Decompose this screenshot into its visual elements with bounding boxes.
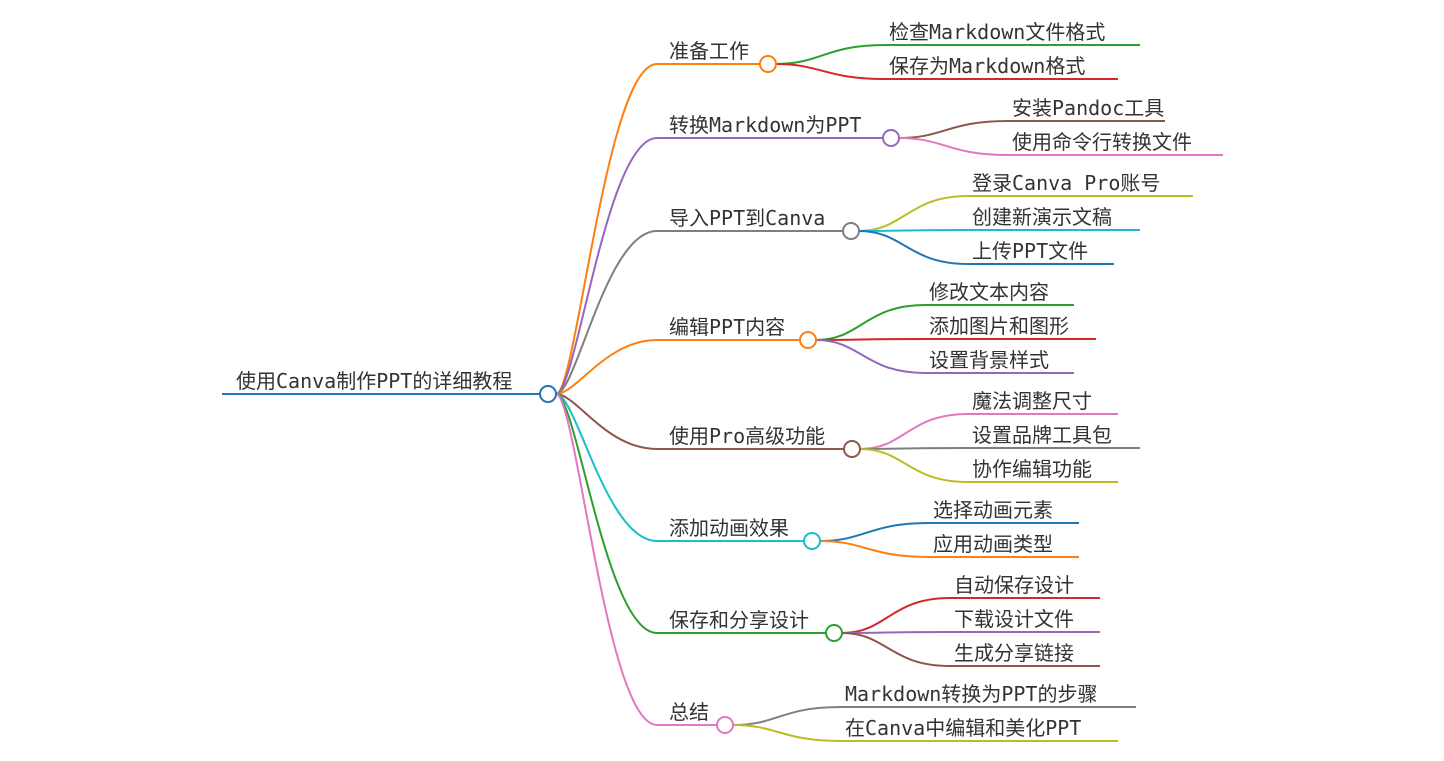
- leaf-label: 安装Pandoc工具: [1012, 96, 1164, 120]
- leaf-label: 使用命令行转换文件: [1012, 130, 1192, 154]
- branch-label: 准备工作: [669, 39, 749, 63]
- underlines-layer: [222, 44, 1223, 742]
- leaf-label: 选择动画元素: [933, 498, 1053, 522]
- branch-edge: [555, 393, 658, 726]
- leaf-label: 添加图片和图形: [929, 314, 1069, 338]
- branch-edge: [555, 393, 658, 634]
- root-node-circle: [539, 385, 557, 403]
- leaf-label: 修改文本内容: [929, 280, 1049, 304]
- leaf-label: 应用动画类型: [933, 532, 1053, 556]
- leaf-label: 登录Canva Pro账号: [972, 171, 1160, 195]
- leaf-label: 保存为Markdown格式: [889, 54, 1085, 78]
- branch-edge: [555, 137, 658, 395]
- leaf-label: 魔法调整尺寸: [972, 389, 1092, 413]
- leaf-label: 检查Markdown文件格式: [889, 20, 1105, 44]
- branch-node-circle: [882, 129, 900, 147]
- leaf-label: 自动保存设计: [954, 573, 1074, 597]
- branch-edge: [555, 63, 658, 395]
- branch-label: 导入PPT到Canva: [669, 206, 825, 230]
- leaf-edge: [841, 631, 951, 634]
- branch-node-circle: [799, 331, 817, 349]
- branch-label: 保存和分享设计: [669, 608, 809, 632]
- circles-layer: [539, 55, 900, 734]
- labels-layer: 使用Canva制作PPT的详细教程 准备工作 检查Markdown文件格式保存为Ma…: [236, 20, 1192, 740]
- leaf-edge: [858, 195, 969, 232]
- leaf-edge: [732, 724, 842, 742]
- leaf-label: 生成分享链接: [954, 641, 1074, 665]
- leaf-edge: [841, 597, 951, 634]
- branch-edge: [555, 393, 658, 542]
- branch-label: 编辑PPT内容: [669, 315, 785, 339]
- leaf-label: 上传PPT文件: [972, 239, 1088, 263]
- leaf-label: 设置品牌工具包: [972, 423, 1112, 447]
- leaf-edge: [859, 448, 969, 483]
- edges-layer: [555, 44, 1009, 742]
- leaf-edge: [775, 44, 886, 65]
- leaf-label: 设置背景样式: [929, 348, 1049, 372]
- branch-edge: [555, 230, 658, 395]
- branch-edge: [555, 393, 658, 450]
- leaf-edge: [859, 413, 969, 450]
- branch-node-circle: [825, 624, 843, 642]
- leaf-edge: [858, 229, 969, 232]
- leaf-edge: [732, 706, 842, 726]
- leaf-edge: [819, 540, 930, 558]
- leaf-edge: [859, 447, 969, 450]
- branch-label: 添加动画效果: [669, 516, 789, 540]
- leaf-edge: [898, 137, 1009, 156]
- leaf-label: 下载设计文件: [954, 607, 1074, 631]
- leaf-label: 协作编辑功能: [972, 457, 1092, 481]
- leaf-edge: [819, 522, 930, 542]
- branch-node-circle: [803, 532, 821, 550]
- leaf-edge: [815, 304, 926, 341]
- leaf-label: Markdown转换为PPT的步骤: [845, 682, 1097, 706]
- leaf-edge: [815, 338, 926, 341]
- branch-node-circle: [843, 440, 861, 458]
- branch-node-circle: [759, 55, 777, 73]
- branch-node-circle: [842, 222, 860, 240]
- leaf-label: 在Canva中编辑和美化PPT: [845, 716, 1081, 740]
- leaf-edge: [898, 120, 1009, 139]
- branch-edge: [555, 339, 658, 395]
- root-label: 使用Canva制作PPT的详细教程: [236, 369, 512, 393]
- branch-label: 转换Markdown为PPT: [669, 113, 861, 137]
- leaf-edge: [815, 339, 926, 374]
- leaf-edge: [775, 63, 886, 80]
- branch-label: 总结: [669, 700, 709, 724]
- branch-node-circle: [716, 716, 734, 734]
- branch-label: 使用Pro高级功能: [669, 424, 825, 448]
- leaf-label: 创建新演示文稿: [972, 205, 1112, 229]
- leaf-edge: [841, 632, 951, 667]
- leaf-edge: [858, 230, 969, 265]
